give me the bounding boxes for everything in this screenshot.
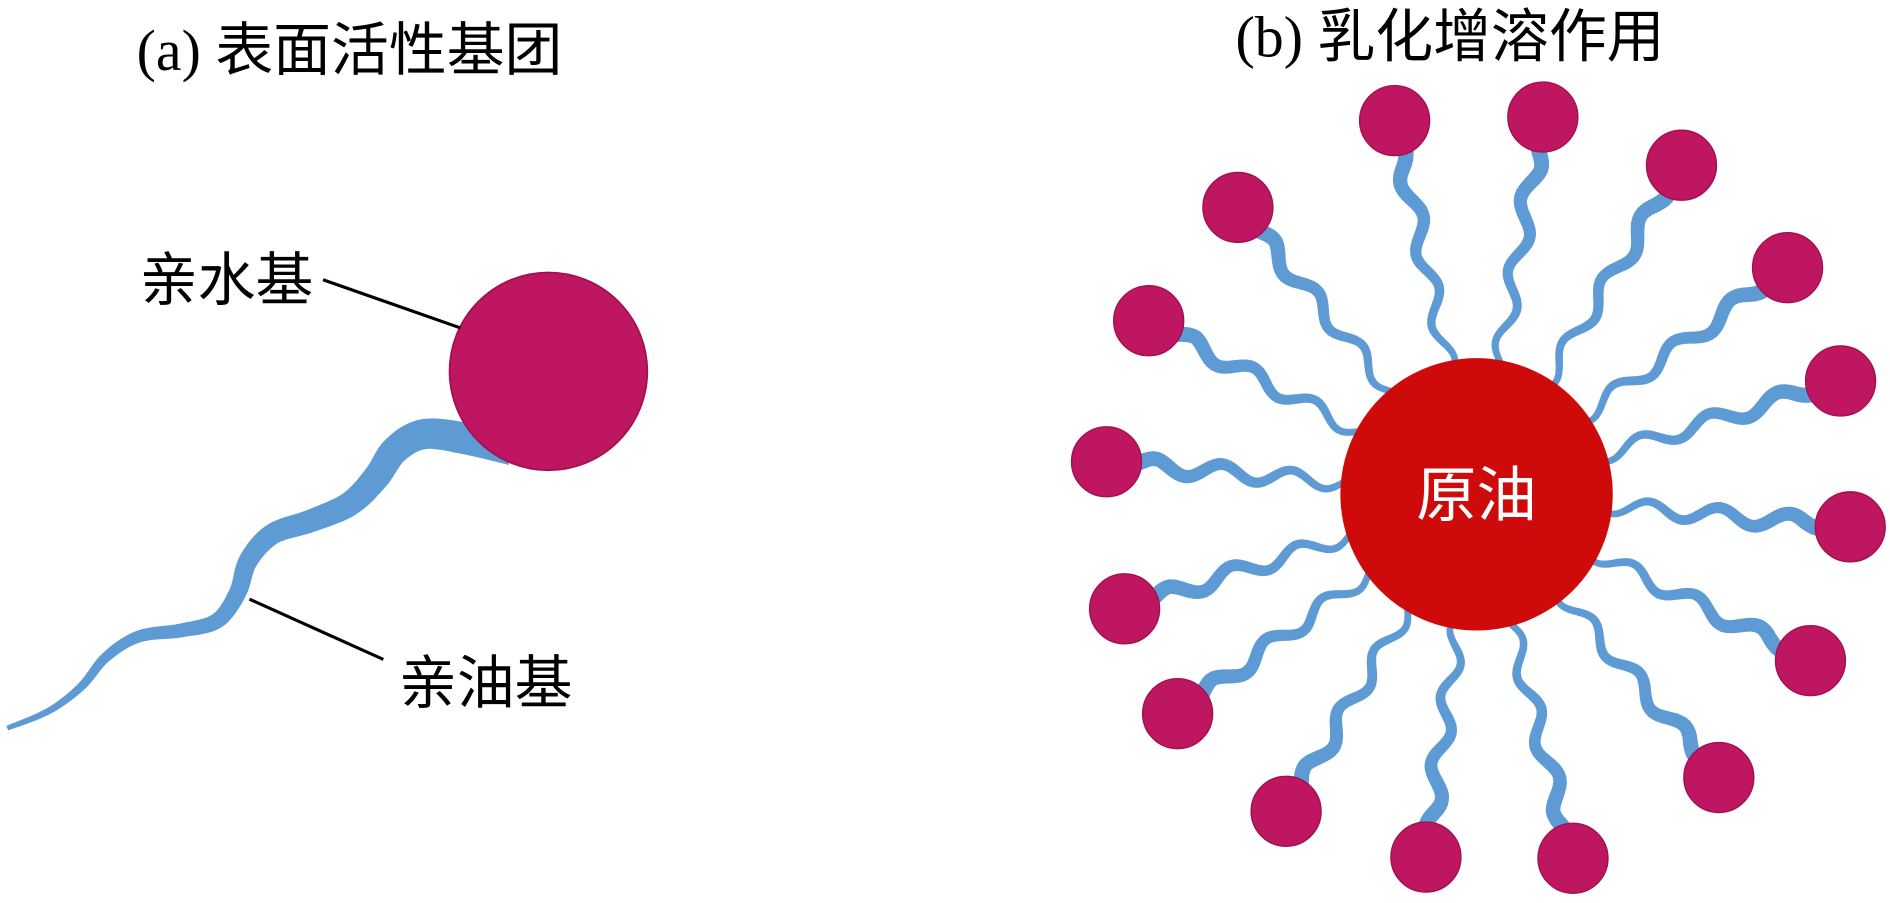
hydrophilic-leader-line xyxy=(322,278,461,330)
micelle-tail xyxy=(1104,451,1358,493)
micelle-head xyxy=(1088,573,1161,645)
hydrophilic-label: 亲水基 xyxy=(140,248,314,313)
hydrophilic-head xyxy=(448,271,649,472)
lipophilic-tail xyxy=(6,418,517,731)
micelle-head xyxy=(1390,821,1462,893)
micelle-tail xyxy=(1279,593,1412,817)
micelle-tail xyxy=(1230,202,1407,400)
oil-droplet xyxy=(1340,358,1613,631)
micelle-tail xyxy=(1123,522,1362,618)
panel-b-emulsification: (b) 乳化增溶作用 原油 xyxy=(1070,5,1886,894)
micelle-tail xyxy=(1143,313,1374,436)
micelle-head xyxy=(1358,84,1431,157)
micelle-head xyxy=(1645,129,1718,201)
micelle-head xyxy=(1141,677,1214,750)
micelle-tail xyxy=(1594,497,1852,537)
micelle-tail xyxy=(1386,119,1459,378)
panel-b-title: (b) 乳化增溶作用 xyxy=(1236,5,1665,70)
oil-droplet-label: 原油 xyxy=(1416,463,1537,530)
micelle-head xyxy=(1774,624,1847,697)
micelle-tail xyxy=(1417,611,1465,859)
micelle-tail xyxy=(1173,557,1378,722)
micelle-tail xyxy=(1574,260,1793,428)
micelle-head xyxy=(1113,285,1185,357)
micelle-head xyxy=(1804,345,1877,417)
panel-a-surfactant-group: (a) 表面活性基团 亲水基 亲油基 xyxy=(6,18,649,731)
lipophilic-label: 亲油基 xyxy=(399,651,573,716)
micelle-tails xyxy=(1104,114,1852,860)
micelle-tail xyxy=(1551,586,1726,783)
micelle-head xyxy=(1751,232,1824,304)
micelle-head xyxy=(1250,775,1322,847)
micelle-tail xyxy=(1497,611,1582,860)
micelle-head xyxy=(1537,822,1609,894)
micelle-head xyxy=(1683,741,1755,814)
micelle-head xyxy=(1814,491,1886,563)
micelle-head xyxy=(1070,426,1143,498)
micelle-tail xyxy=(1491,114,1551,378)
micelle-heads xyxy=(1070,81,1886,894)
micelle-head xyxy=(1507,81,1579,153)
micelle-head xyxy=(1202,171,1274,244)
lipophilic-leader-line xyxy=(248,597,384,661)
micelle-tail xyxy=(1591,372,1843,465)
panel-a-title: (a) 表面活性基团 xyxy=(137,18,563,83)
